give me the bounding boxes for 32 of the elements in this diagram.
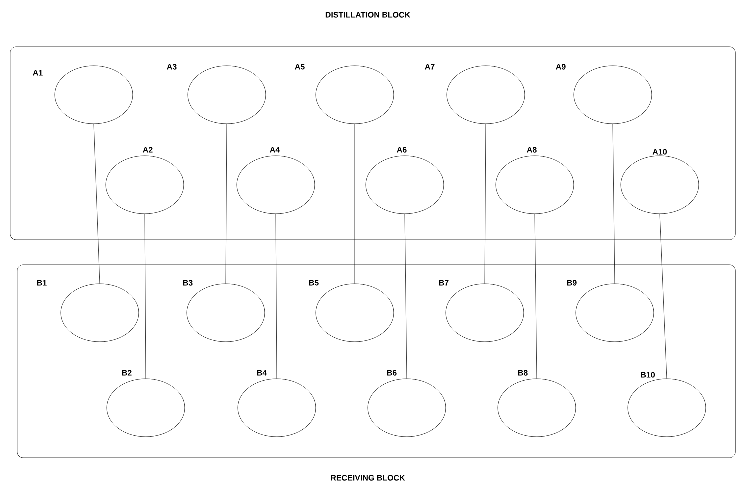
circle-label: A9 [556,64,566,70]
circle-label: B10 [641,372,656,378]
connecting-line [276,214,278,379]
connecting-line [404,214,408,379]
connecting-line [534,214,538,379]
circle-label: A7 [425,64,435,70]
circle-label: B1 [37,280,47,286]
circle-label: B4 [257,370,268,376]
connecting-line [612,124,616,284]
node-label: RECEIVING BLOCK [331,475,406,481]
circle-label: A4 [270,147,280,153]
circle-label: A6 [397,147,407,153]
circle-label: A5 [295,64,305,70]
circle-label: A2 [143,147,153,153]
circle-label: B9 [567,280,577,286]
connecting-line [354,124,356,284]
circle-label: A3 [167,64,177,70]
circle-label: A10 [652,149,668,155]
connecting-line [484,124,486,284]
connecting-line [144,214,146,379]
circle-label: A1 [33,70,43,76]
circle-label: B5 [309,280,319,286]
circle-label: B6 [387,370,397,376]
connecting-line [226,124,228,284]
connecting-line [660,214,668,379]
connecting-line [94,124,100,284]
circle-label: B8 [518,370,528,376]
circle-label: B3 [183,280,193,286]
circle-label: B2 [122,370,132,376]
circle-label: B7 [439,280,449,286]
circle-label: A8 [527,147,537,153]
node-label: DISTILLATION BLOCK [326,12,411,18]
